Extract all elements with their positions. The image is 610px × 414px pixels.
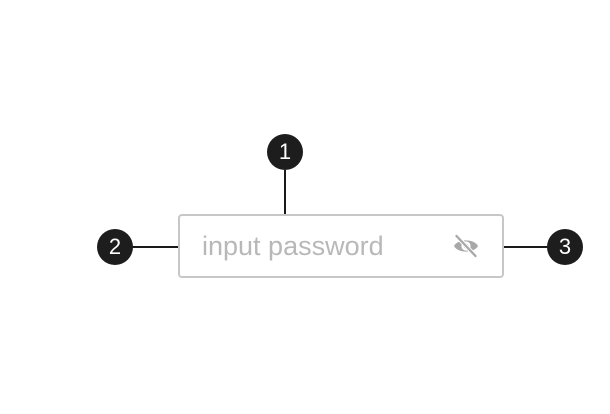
callout-2-leader bbox=[130, 246, 200, 248]
callout-3-leader bbox=[478, 246, 550, 248]
password-input[interactable] bbox=[202, 216, 432, 276]
callout-badge-3: 3 bbox=[547, 229, 583, 265]
callout-badge-2: 2 bbox=[97, 229, 133, 265]
callout-1-leader bbox=[284, 170, 286, 214]
eye-off-icon[interactable] bbox=[452, 233, 480, 259]
callout-badge-1: 1 bbox=[267, 134, 303, 170]
password-field bbox=[178, 214, 504, 278]
